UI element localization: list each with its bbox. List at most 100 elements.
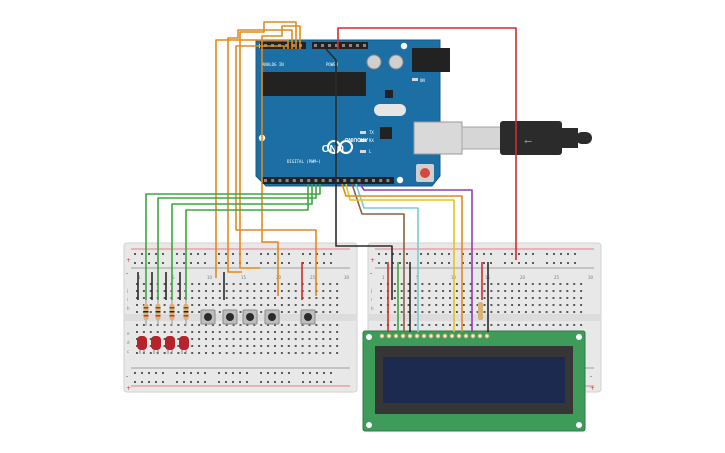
rail-signs: + - + - - + - + — [126, 257, 595, 392]
usb-b-socket — [413, 121, 463, 155]
brand-label: ARDUINO — [345, 136, 368, 142]
row-letter: d — [127, 340, 130, 345]
voltage-regulator — [385, 90, 393, 98]
rx-led — [360, 139, 366, 142]
rail-minus-label: - — [126, 373, 128, 380]
column-number: 1 — [138, 275, 141, 280]
column-number: 5 — [172, 275, 175, 280]
header-pin — [271, 179, 275, 182]
column-number: 1 — [382, 275, 385, 280]
header-pin — [328, 179, 332, 182]
usb-symbol-icon: ⭠ — [524, 136, 532, 147]
lcd-pin — [386, 333, 392, 339]
green-wire — [145, 184, 321, 300]
red-wire — [337, 27, 517, 260]
header-pin — [292, 179, 296, 182]
rail-plus-label: + — [370, 257, 375, 264]
header-pin — [321, 179, 325, 182]
lcd-module[interactable] — [362, 330, 586, 432]
on-led — [412, 78, 418, 81]
brown-wire — [351, 183, 405, 332]
leds — [137, 336, 189, 354]
uno-logo: UNO — [322, 142, 344, 153]
orange-wire — [215, 39, 289, 278]
header-pin — [285, 179, 289, 182]
tx-led — [360, 131, 366, 134]
lcd-pin — [484, 333, 490, 339]
lcd-pin — [456, 333, 462, 339]
breadboard-row-letters: j i h e d c j i h — [126, 288, 374, 354]
usb-interface-chip — [380, 127, 392, 139]
orange-wire — [261, 25, 301, 296]
column-number: 10 — [207, 275, 213, 280]
lcd-pin — [477, 333, 483, 339]
pushbutton-cap — [268, 313, 276, 321]
pushbuttons — [200, 309, 316, 325]
red-led — [137, 336, 147, 350]
lcd-contrast-resistor — [478, 302, 483, 320]
header-pin — [328, 44, 331, 47]
lcd-pin — [393, 333, 399, 339]
lcd-pin — [421, 333, 427, 339]
capacitor — [366, 54, 382, 70]
lcd-pin — [463, 333, 469, 339]
crystal-oscillator — [374, 104, 406, 116]
infinity-logo-right — [339, 140, 353, 154]
header-pin — [372, 179, 375, 182]
row-letter: i — [127, 297, 128, 302]
lcd-pin — [449, 333, 455, 339]
rail-minus-label: - — [126, 270, 128, 277]
orange-wire — [235, 45, 317, 296]
lcd-pin — [428, 333, 434, 339]
row-letter: e — [127, 331, 130, 336]
power-header-label: POWER — [326, 62, 339, 67]
lcd-pin — [414, 333, 420, 339]
rail-plus-label: + — [126, 385, 131, 392]
usb-cable: ⭠ — [461, 121, 592, 155]
header-pin — [350, 179, 354, 182]
header-pin — [321, 44, 324, 47]
board-model-label: UNO — [322, 142, 344, 153]
orange-wire — [227, 29, 293, 273]
header-pin — [357, 179, 361, 182]
red-led — [151, 336, 161, 350]
lcd-pin — [470, 333, 476, 339]
purple-wire — [359, 183, 473, 332]
row-letter: j — [126, 288, 128, 293]
green-wire — [171, 184, 313, 300]
rail-minus-label: - — [590, 373, 592, 380]
rx-label: RX — [369, 138, 374, 143]
header-pin — [349, 44, 352, 47]
row-letter: i — [371, 297, 372, 302]
microcontroller-chip — [262, 72, 366, 96]
header-pin — [314, 44, 317, 47]
rail-minus-label: - — [370, 270, 372, 277]
column-number: 25 — [554, 275, 560, 280]
tx-label: TX — [369, 130, 374, 135]
rail-plus-label: + — [126, 257, 131, 264]
analog-header-label: ANALOG IN — [262, 62, 284, 67]
red-led — [165, 336, 175, 350]
digital-header — [262, 177, 394, 184]
lcd-pin — [435, 333, 441, 339]
resistors — [143, 300, 189, 326]
black-wire — [325, 48, 393, 300]
row-letter: h — [371, 306, 374, 311]
header-pin — [278, 179, 282, 182]
reset-button[interactable] — [420, 168, 430, 178]
arduino-uno-board[interactable]: ANALOG IN POWER DIGITAL (PWM~) TX RX L O… — [255, 39, 463, 187]
power-header — [312, 42, 368, 49]
orange-wire — [239, 21, 297, 269]
capacitor — [388, 54, 404, 70]
row-letter: c — [127, 349, 129, 354]
lcd-pin — [442, 333, 448, 339]
column-number: 25 — [310, 275, 316, 280]
wires — [137, 21, 517, 332]
header-pin — [363, 44, 366, 47]
pushbutton-cap — [226, 313, 234, 321]
pushbutton-cap — [204, 313, 212, 321]
header-pin — [343, 179, 347, 182]
column-number: 20 — [520, 275, 526, 280]
header-pin — [264, 179, 267, 182]
